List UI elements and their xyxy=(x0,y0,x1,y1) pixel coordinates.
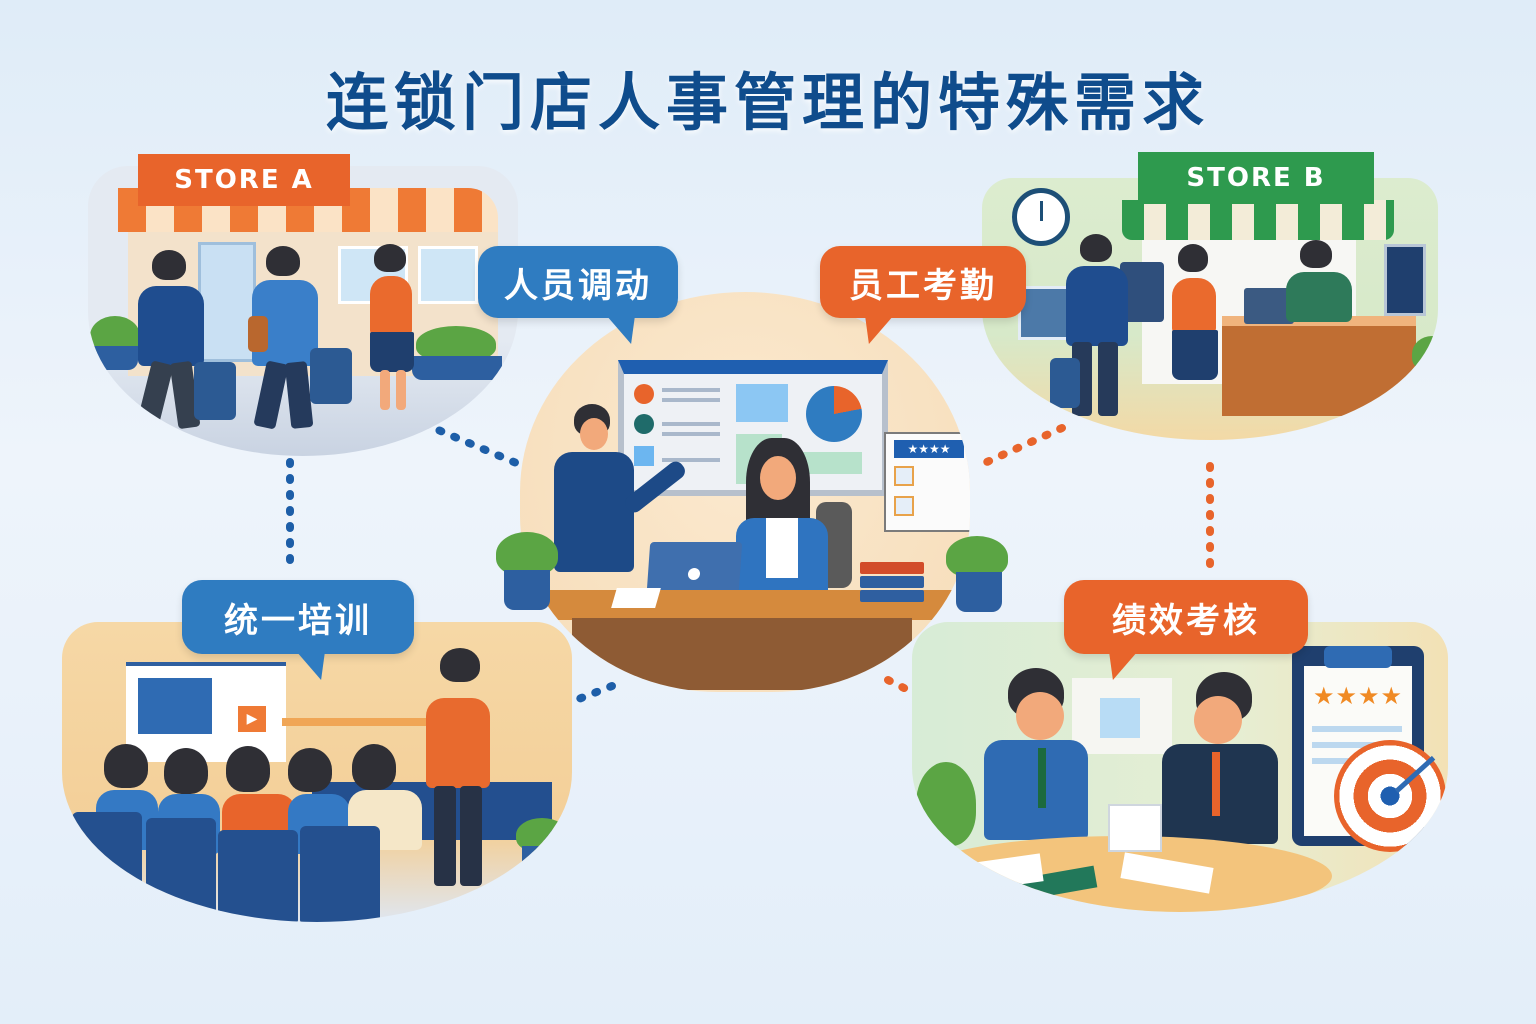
info-board xyxy=(1384,244,1426,316)
attendee-hair xyxy=(164,748,208,794)
trainer-hair xyxy=(440,648,480,682)
store-b-sign: STORE B xyxy=(1138,152,1374,204)
hr-office-scene: ★★★★ xyxy=(520,292,970,692)
shoulder-bag xyxy=(248,316,268,352)
plant-pot xyxy=(88,346,138,370)
desk xyxy=(524,590,964,620)
trainer-leg xyxy=(460,786,482,886)
person-head xyxy=(580,418,608,450)
person-leg xyxy=(1098,342,1118,416)
staff-at-counter xyxy=(1286,272,1352,322)
person-leg xyxy=(380,370,390,410)
avatar-icon xyxy=(634,384,654,404)
page-title: 连锁门店人事管理的特殊需求 xyxy=(325,66,1210,139)
skirt xyxy=(1172,330,1218,380)
bubble-label: 统一培训 xyxy=(224,600,372,641)
chart-icon xyxy=(138,678,212,734)
plant-icon xyxy=(496,532,558,576)
tie xyxy=(1038,748,1046,808)
attendee-hair xyxy=(352,744,396,790)
suitcase-icon xyxy=(310,348,352,404)
skirt xyxy=(370,332,414,372)
note-icon xyxy=(634,446,654,466)
bubble-label: 员工考勤 xyxy=(849,265,997,306)
person-hair xyxy=(1080,234,1112,262)
chair xyxy=(72,812,142,902)
store-b-scene xyxy=(982,178,1438,440)
plant-pot xyxy=(522,846,562,878)
time-clock-panel xyxy=(1018,286,1070,340)
plant-pot xyxy=(504,570,550,610)
tie xyxy=(1212,752,1220,816)
store-a-sign: STORE A xyxy=(138,154,350,206)
bubble-performance-review: 绩效考核 xyxy=(1064,580,1308,680)
trainer xyxy=(426,698,490,788)
shirt xyxy=(766,518,798,578)
store-a-scene xyxy=(88,166,518,456)
chat-card xyxy=(736,384,788,422)
training-scene: ▶ xyxy=(62,622,572,922)
manager xyxy=(984,740,1088,840)
star-badge-icon xyxy=(634,414,654,434)
metric-card xyxy=(802,452,862,474)
person-walking xyxy=(370,276,412,336)
wall-chart xyxy=(1072,678,1172,754)
person-arriving xyxy=(1066,266,1128,346)
colleague-pointing xyxy=(554,452,634,572)
person-hair xyxy=(152,250,186,280)
paper xyxy=(611,588,661,608)
clipboard-stars: ★★★★ xyxy=(1312,682,1404,710)
attendee-hair xyxy=(288,748,332,792)
checkbox-icon xyxy=(894,466,914,486)
performance-review-scene: ★★★★ xyxy=(912,622,1448,912)
text-lines xyxy=(662,388,720,392)
plant-icon xyxy=(916,762,976,846)
plant-pot xyxy=(956,572,1002,612)
person-hair xyxy=(1178,244,1208,272)
suitcase-icon xyxy=(194,362,236,420)
person-walking xyxy=(138,286,204,366)
suitcase-icon xyxy=(1050,358,1080,408)
plant-icon xyxy=(946,536,1008,578)
desk-front xyxy=(572,618,912,690)
text-lines xyxy=(1312,726,1402,732)
review-stars: ★★★★ xyxy=(894,440,964,458)
attendee-hair xyxy=(104,744,148,788)
checkbox-icon xyxy=(894,496,914,516)
person-hair xyxy=(1300,240,1332,268)
manager-head xyxy=(1016,692,1064,740)
bubble-staff-transfer: 人员调动 xyxy=(478,246,678,344)
play-icon: ▶ xyxy=(238,706,266,732)
clock-icon xyxy=(1012,188,1070,246)
person-receiving xyxy=(1172,278,1216,334)
trainer-leg xyxy=(434,786,456,886)
awning xyxy=(1122,200,1394,240)
person-hair xyxy=(374,244,406,272)
laptop-icon xyxy=(1244,288,1294,324)
bubble-unified-training: 统一培训 xyxy=(182,580,414,680)
person-hair xyxy=(266,246,300,276)
reception-counter xyxy=(1222,316,1416,416)
chair xyxy=(300,826,380,922)
bubble-label: 绩效考核 xyxy=(1112,600,1260,641)
attendee-hair xyxy=(226,746,270,792)
plant-pot xyxy=(412,356,502,380)
employee xyxy=(1162,744,1278,844)
person-leg xyxy=(396,370,406,410)
bubble-label: 人员调动 xyxy=(504,265,652,306)
employee-head xyxy=(1194,696,1242,744)
plant-icon xyxy=(1412,336,1438,372)
document xyxy=(1108,804,1162,852)
whiteboard-ledge xyxy=(282,718,452,726)
review-card: ★★★★ xyxy=(884,432,970,532)
books-stack xyxy=(860,562,924,574)
pie-chart-icon xyxy=(806,386,862,442)
window xyxy=(418,246,478,304)
chair xyxy=(218,830,298,922)
bubble-attendance: 员工考勤 xyxy=(820,246,1026,344)
hr-manager-head xyxy=(760,456,796,500)
chair xyxy=(146,818,216,912)
presentation-screen: ▶ xyxy=(126,662,286,762)
